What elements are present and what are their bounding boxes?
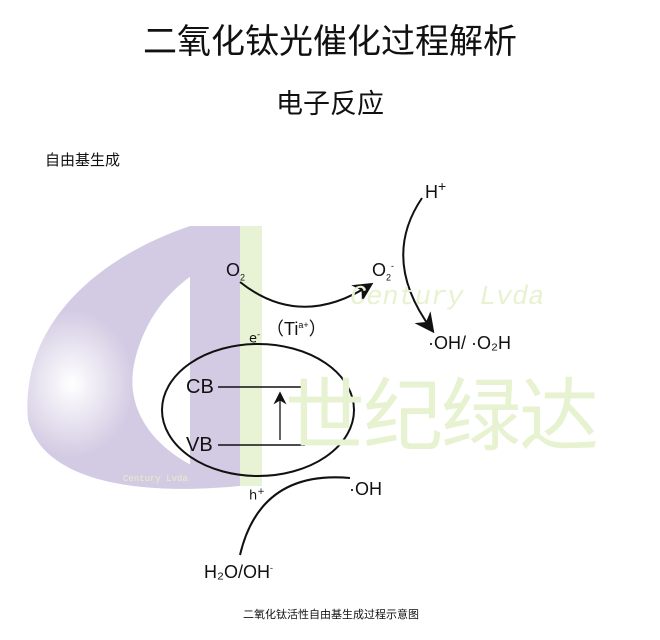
cb-label: CB — [186, 376, 214, 398]
proton-label: H+ — [425, 178, 446, 203]
proton-text: H — [425, 182, 438, 202]
ti-close: ） — [308, 319, 327, 339]
oxidation-curve — [239, 476, 351, 556]
electron-sup: - — [257, 330, 261, 340]
proton-sup: + — [438, 178, 447, 194]
superoxide-text: O — [372, 260, 387, 280]
logo-purple-bar — [190, 226, 240, 486]
water-label: H₂O/OH- — [204, 562, 273, 583]
electron-text: e — [249, 331, 257, 347]
hydroxyl-radical-label: ·OH — [349, 479, 382, 499]
hole-sup: + — [257, 487, 265, 497]
hole-text: h — [249, 488, 258, 504]
particle-ellipse — [161, 343, 355, 477]
figure-caption: 二氧化钛活性自由基生成过程示意图 — [243, 608, 419, 621]
section-label: 自由基生成 — [45, 151, 121, 169]
logo-green-bar — [240, 226, 262, 486]
page-title: 二氧化钛光催化过程解析 — [143, 22, 517, 62]
o2-label: O2 — [226, 260, 245, 283]
watermark-en: Century Lvda — [350, 283, 545, 313]
ti-sup: a+ — [298, 320, 309, 330]
logo-crescent — [27, 226, 250, 489]
water-sup: - — [270, 563, 273, 573]
superoxide-sub: 2 — [386, 272, 392, 283]
water-text: H₂O/OH — [204, 562, 270, 582]
electron-label: e- — [249, 330, 260, 346]
titanium-label: （Tia+） — [266, 315, 327, 341]
o2-reduction-arrow — [239, 281, 374, 308]
superoxide-sup: - — [391, 261, 395, 271]
o2-sub: 2 — [240, 272, 246, 283]
o2-text: O — [226, 260, 241, 280]
protonation-arrow — [402, 197, 435, 334]
watermark-en-small: Century Lvda — [123, 474, 188, 484]
superoxide-label: O2- — [372, 260, 394, 283]
radicals-label: ·OH/ ·O₂H — [428, 333, 511, 353]
hole-label: h+ — [249, 487, 265, 503]
ti-text: （Ti — [266, 319, 299, 339]
watermark-zh: 世纪绿达 — [285, 370, 599, 463]
vb-label: VB — [186, 434, 213, 456]
page-subtitle: 电子反应 — [276, 89, 384, 120]
